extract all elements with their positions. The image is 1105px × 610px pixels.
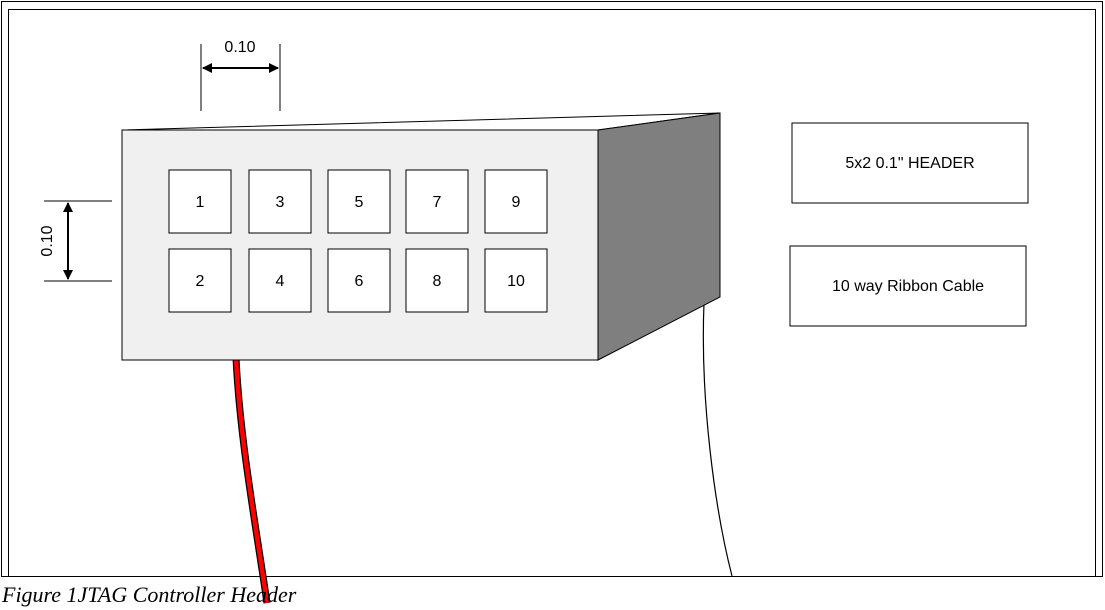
ribbon-cable-label-box: 10 way Ribbon Cable: [789, 245, 1027, 327]
pin-5: 5: [327, 169, 391, 234]
figure-inner-border: [8, 9, 1096, 577]
pin-1: 1: [168, 169, 232, 234]
header-label-box: 5x2 0.1" HEADER: [791, 122, 1029, 204]
pin-label: 9: [512, 194, 521, 211]
horizontal-pitch-dimension: 0.10: [200, 39, 281, 111]
pin-10: 10: [484, 248, 548, 313]
header-label: 5x2 0.1" HEADER: [845, 155, 974, 172]
vertical-pitch-dimension: 0.10: [39, 200, 112, 282]
pin-6: 6: [327, 248, 391, 313]
pin-label: 4: [276, 273, 285, 290]
pin-2: 2: [168, 248, 232, 313]
pin-label: 8: [433, 273, 442, 290]
ribbon-cable-label: 10 way Ribbon Cable: [832, 278, 984, 295]
ribbon-cable-wire: [702, 302, 733, 577]
vertical-pitch-label: 0.10: [39, 225, 56, 256]
pin-row-top: 1 3 5 7 9: [168, 169, 548, 234]
figure-caption: Figure 1JTAG Controller Header: [2, 582, 297, 607]
horizontal-pitch-label: 0.10: [224, 39, 255, 56]
pin-row-bottom: 2 4 6 8 10: [168, 248, 548, 313]
pin-label: 1: [196, 194, 205, 211]
pin-7: 7: [405, 169, 469, 234]
pin-label: 10: [507, 273, 525, 290]
red-wire-core: [233, 357, 270, 604]
pin-label: 5: [355, 194, 364, 211]
pin-label: 7: [433, 194, 442, 211]
pin-4: 4: [248, 248, 312, 313]
pin-label: 2: [196, 273, 205, 290]
pin-3: 3: [248, 169, 312, 234]
pin-8: 8: [405, 248, 469, 313]
pin-label: 3: [276, 194, 285, 211]
pin-9: 9: [484, 169, 548, 234]
pin-label: 6: [355, 273, 364, 290]
header-front-face: [121, 129, 599, 361]
